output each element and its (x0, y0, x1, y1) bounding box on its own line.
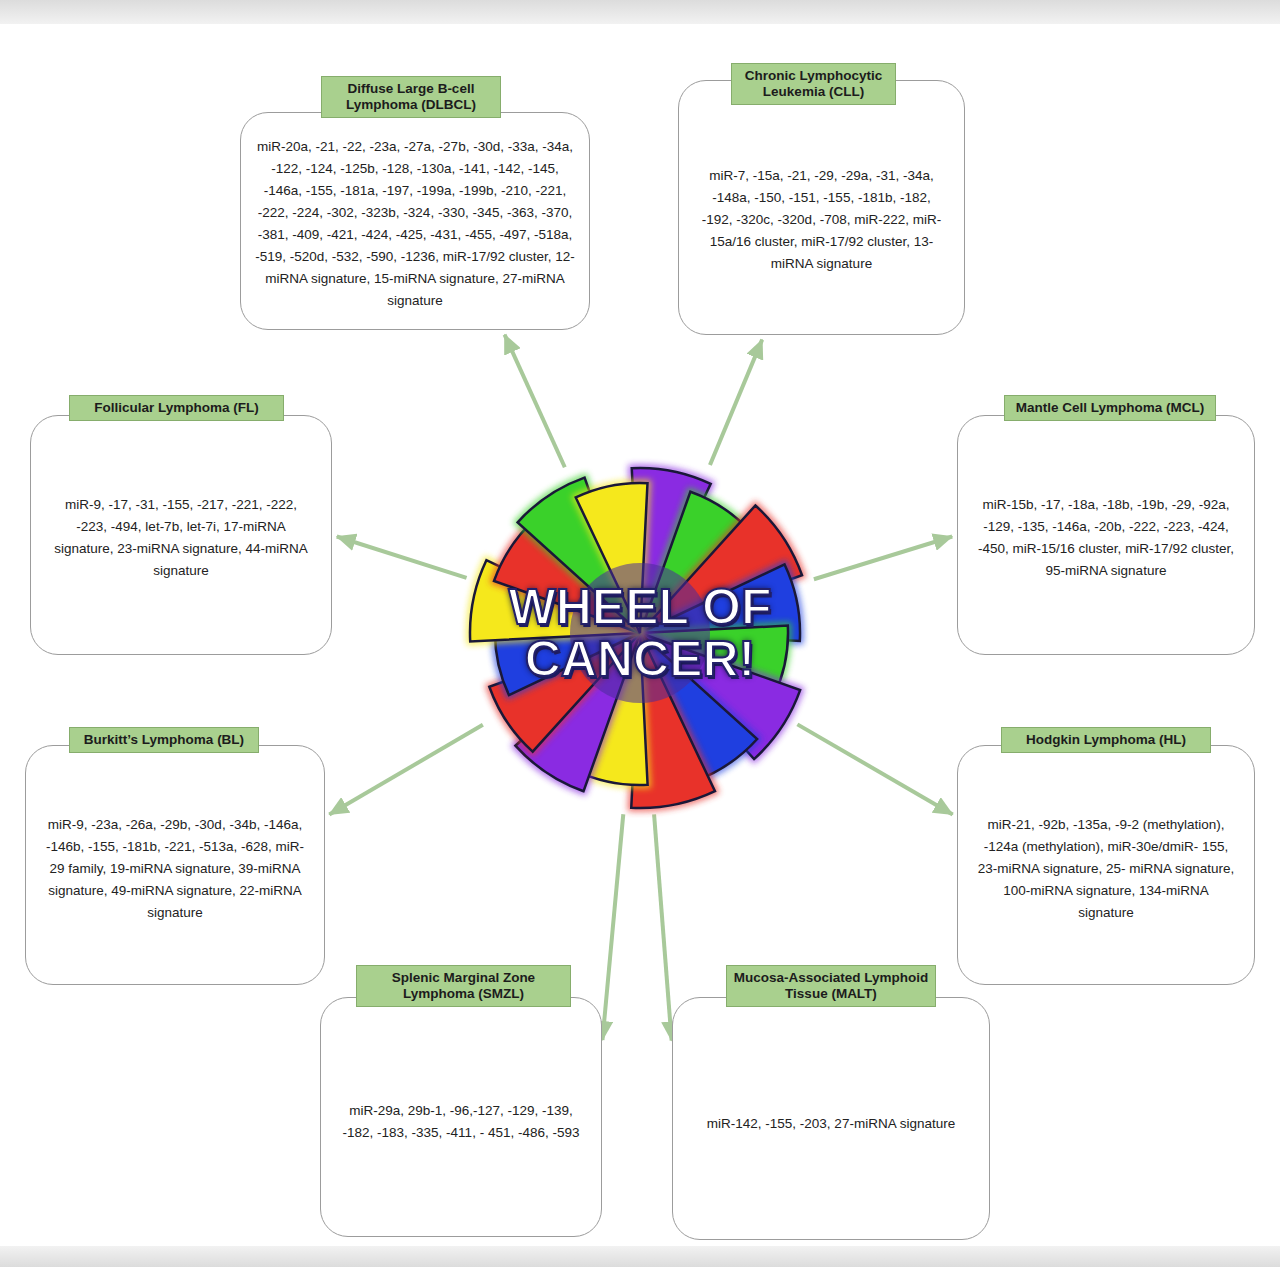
top-band (0, 0, 1280, 24)
mirna-list: miR-142, -155, -203, 27-miRNA signature (707, 1113, 955, 1135)
lymphoma-box: Mucosa-Associated Lymphoid Tissue (MALT)… (672, 997, 990, 1240)
mirna-list: miR-9, -17, -31, -155, -217, -221, -222,… (49, 494, 313, 582)
mirna-list: miR-20a, -21, -22, -23a, -27a, -27b, -30… (255, 136, 575, 312)
arrow-connector (814, 536, 952, 579)
box-heading: Chronic Lymphocytic Leukemia (CLL) (731, 63, 896, 105)
lymphoma-box: Diffuse Large B-cell Lymphoma (DLBCL)miR… (240, 112, 590, 330)
lymphoma-box: Burkitt’s Lymphoma (BL)miR-9, -23a, -26a… (25, 745, 325, 985)
lymphoma-box: Follicular Lymphoma (FL)miR-9, -17, -31,… (30, 415, 332, 655)
mirna-list: miR-15b, -17, -18a, -18b, -19b, -29, -92… (976, 494, 1236, 582)
box-heading: Diffuse Large B-cell Lymphoma (DLBCL) (321, 76, 501, 118)
wheel-title: WHEEL OF CANCER! (490, 581, 790, 685)
box-heading: Hodgkin Lymphoma (HL) (1001, 727, 1211, 753)
lymphoma-box: Splenic Marginal Zone Lymphoma (SMZL)miR… (320, 997, 602, 1237)
bottom-band (0, 1246, 1280, 1267)
mirna-list: miR-9, -23a, -26a, -29b, -30d, -34b, -14… (44, 814, 306, 924)
box-heading: Mucosa-Associated Lymphoid Tissue (MALT) (726, 965, 936, 1007)
mirna-list: miR-29a, 29b-1, -96,-127, -129, -139, -1… (339, 1100, 583, 1144)
lymphoma-box: Hodgkin Lymphoma (HL)miR-21, -92b, -135a… (957, 745, 1255, 985)
mirna-list: miR-7, -15a, -21, -29, -29a, -31, -34a, … (697, 165, 946, 275)
box-heading: Burkitt’s Lymphoma (BL) (69, 727, 259, 753)
arrow-connector (654, 814, 672, 1040)
box-heading: Mantle Cell Lymphoma (MCL) (1004, 395, 1216, 421)
arrow-connector (505, 335, 565, 468)
arrow-connector (710, 340, 762, 465)
arrow-connector (797, 724, 952, 814)
arrow-connector (602, 814, 623, 1040)
lymphoma-box: Chronic Lymphocytic Leukemia (CLL)miR-7,… (678, 80, 965, 335)
box-heading: Splenic Marginal Zone Lymphoma (SMZL) (356, 965, 571, 1007)
wheel-logo: WHEEL OF CANCER! (455, 448, 825, 818)
lymphoma-box: Mantle Cell Lymphoma (MCL)miR-15b, -17, … (957, 415, 1255, 655)
arrow-connector (329, 725, 483, 815)
arrow-connector (337, 537, 467, 578)
box-heading: Follicular Lymphoma (FL) (69, 395, 284, 421)
mirna-list: miR-21, -92b, -135a, -9-2 (methylation),… (976, 814, 1236, 924)
